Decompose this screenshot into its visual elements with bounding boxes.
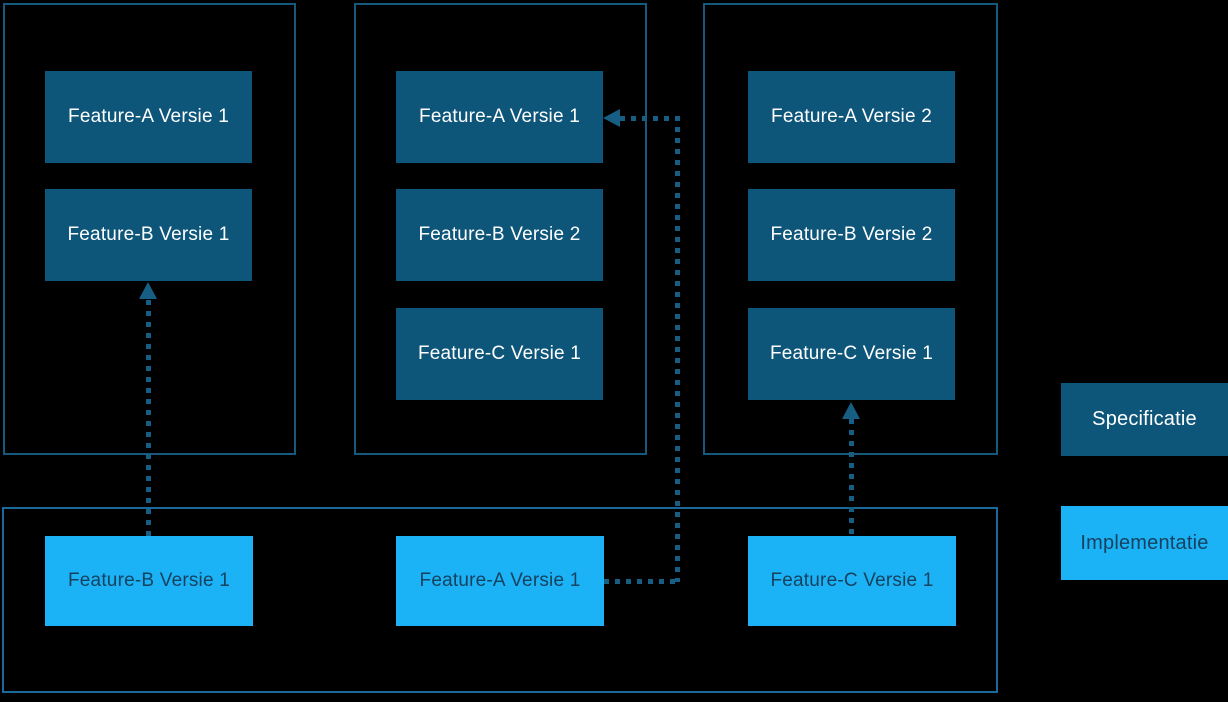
connector-feature-a-top-horizontal — [620, 116, 680, 121]
spec-box-c1-feature-a-v1: Feature-A Versie 1 — [45, 71, 252, 163]
connector-feature-a-vertical — [675, 116, 680, 582]
arrowhead-left-icon — [603, 109, 620, 127]
spec-box-c3-feature-b-v2: Feature-B Versie 2 — [748, 189, 955, 281]
spec-box-c2-feature-a-v1: Feature-A Versie 1 — [396, 71, 603, 163]
legend-implementation: Implementatie — [1061, 506, 1228, 580]
spec-box-c2-feature-c-v1: Feature-C Versie 1 — [396, 308, 603, 400]
connector-feature-c-vertical — [849, 419, 854, 537]
legend-specification: Specificatie — [1061, 383, 1228, 456]
impl-box-feature-c-v1: Feature-C Versie 1 — [748, 536, 956, 626]
spec-box-c2-feature-b-v2: Feature-B Versie 2 — [396, 189, 603, 281]
specification-container-2 — [354, 3, 647, 455]
arrowhead-up-icon — [842, 402, 860, 419]
connector-feature-a-bottom-horizontal — [604, 579, 676, 584]
impl-box-feature-b-v1: Feature-B Versie 1 — [45, 536, 253, 626]
spec-box-c1-feature-b-v1: Feature-B Versie 1 — [45, 189, 252, 281]
arrowhead-up-icon — [139, 282, 157, 299]
connector-feature-b-vertical — [146, 300, 151, 536]
impl-box-feature-a-v1: Feature-A Versie 1 — [396, 536, 604, 626]
spec-box-c3-feature-a-v2: Feature-A Versie 2 — [748, 71, 955, 163]
implementation-container — [2, 507, 998, 693]
spec-box-c3-feature-c-v1: Feature-C Versie 1 — [748, 308, 955, 400]
